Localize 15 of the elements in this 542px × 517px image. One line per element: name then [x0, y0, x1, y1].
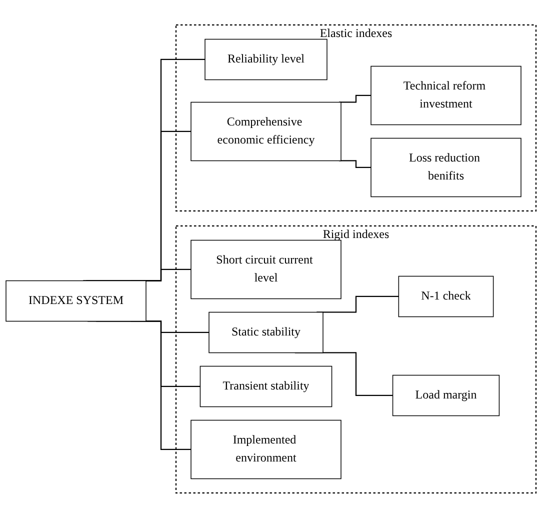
connector: [339, 94, 372, 102]
node-box: Reliability level: [204, 38, 328, 80]
node-box: Static stability: [208, 311, 324, 353]
node-box: Load margin: [392, 374, 500, 416]
node-box: Comprehensive economic efficiency: [190, 101, 342, 161]
node-box: INDEXE SYSTEM: [6, 280, 146, 322]
connector: [294, 352, 394, 396]
connector: [339, 160, 372, 168]
node-box: Transient stability: [200, 365, 332, 407]
node-box: Loss reduction benifits: [370, 137, 522, 197]
node-box: Implemented environment: [190, 419, 342, 479]
connector: [88, 320, 192, 450]
node-box: Technical reform investment: [370, 65, 522, 125]
node-box: N-1 check: [398, 275, 494, 317]
node-box: Short circuit current level: [190, 239, 342, 299]
